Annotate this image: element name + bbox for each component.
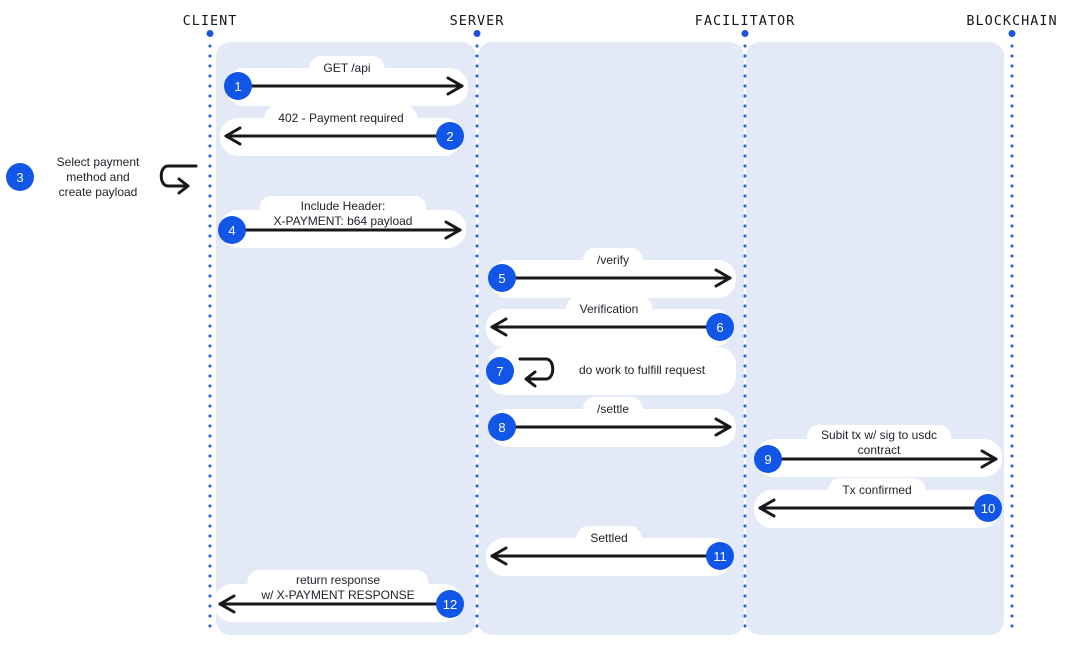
server-lifeline-dot: [473, 30, 481, 37]
client-lifeline: [208, 41, 212, 632]
step-badge: 5: [488, 264, 516, 292]
actor-client: CLIENT: [182, 13, 238, 29]
step-badge: 4: [218, 216, 246, 244]
message-label: Include Header: X-PAYMENT: b64 payload: [259, 196, 427, 232]
message-1-get-api: GET /api 1: [224, 56, 470, 106]
message-bubble: [28, 147, 168, 209]
arrow-right-icon: [236, 76, 464, 96]
step-badge: 3: [6, 163, 34, 191]
actor-server: SERVER: [449, 13, 505, 29]
message-2-payment-required: 402 - Payment required 2: [218, 106, 464, 156]
message-bubble: [488, 347, 736, 395]
step-badge: 12: [436, 590, 464, 618]
arrow-left-icon: [224, 126, 452, 146]
arrow-right-icon: [500, 417, 732, 437]
message-8-settle: /settle 8: [488, 397, 738, 447]
client-lifeline-dot: [206, 30, 214, 37]
step-badge: 8: [488, 413, 516, 441]
blockchain-lifeline: [1010, 41, 1014, 632]
step-badge: 9: [754, 445, 782, 473]
message-label: Subit tx w/ sig to usdc contract: [806, 425, 952, 461]
message-6-verification: Verification 6: [484, 297, 734, 347]
message-label: Settled: [576, 526, 642, 550]
arrow-right-icon: [230, 220, 462, 240]
message-10-tx-confirmed: Tx confirmed 10: [752, 478, 1002, 528]
step-badge: 2: [436, 122, 464, 150]
message-9-submit-tx: Subit tx w/ sig to usdc contract 9: [754, 415, 1004, 479]
arrow-left-icon: [490, 317, 722, 337]
step-badge: 1: [224, 72, 252, 100]
self-loop-icon: [518, 357, 555, 388]
actor-facilitator: FACILITATOR: [694, 13, 796, 29]
step-badge: 10: [974, 494, 1002, 522]
message-11-settled: Settled 11: [484, 526, 734, 576]
arrow-left-icon: [490, 546, 722, 566]
message-label: do work to fulfill request: [578, 363, 706, 377]
message-label: Verification: [565, 297, 653, 321]
message-label: 402 - Payment required: [264, 106, 418, 130]
self-loop-icon: [159, 164, 198, 195]
server-lifeline: [475, 41, 479, 632]
message-label: /settle: [582, 397, 644, 421]
facilitator-lifeline-dot: [741, 30, 749, 37]
message-5-verify: /verify 5: [488, 248, 738, 298]
blockchain-lifeline-dot: [1008, 30, 1016, 37]
message-label: return response w/ X-PAYMENT RESPONSE: [247, 570, 429, 606]
step-badge: 7: [486, 357, 514, 385]
actor-blockchain: BLOCKCHAIN: [966, 13, 1058, 29]
message-label: Select payment method and create payload: [56, 155, 140, 199]
step-badge: 6: [706, 313, 734, 341]
arrow-right-icon: [500, 268, 732, 288]
message-label: GET /api: [309, 56, 385, 80]
arrow-right-icon: [766, 449, 998, 469]
message-4-x-payment-header: Include Header: X-PAYMENT: b64 payload 4: [218, 186, 468, 250]
facilitator-lifeline: [743, 41, 747, 632]
message-7-do-work: do work to fulfill request 7: [486, 341, 738, 401]
step-badge: 11: [706, 542, 734, 570]
message-label: /verify: [582, 248, 644, 272]
arrow-left-icon: [758, 498, 990, 518]
message-label: Tx confirmed: [828, 478, 926, 502]
lane-facilitator-blockchain: [746, 42, 1004, 635]
message-12-return-response: return response w/ X-PAYMENT RESPONSE 12: [212, 560, 464, 624]
message-3-select-payment: Select payment method and create payload…: [6, 147, 202, 209]
arrow-left-icon: [218, 594, 452, 614]
